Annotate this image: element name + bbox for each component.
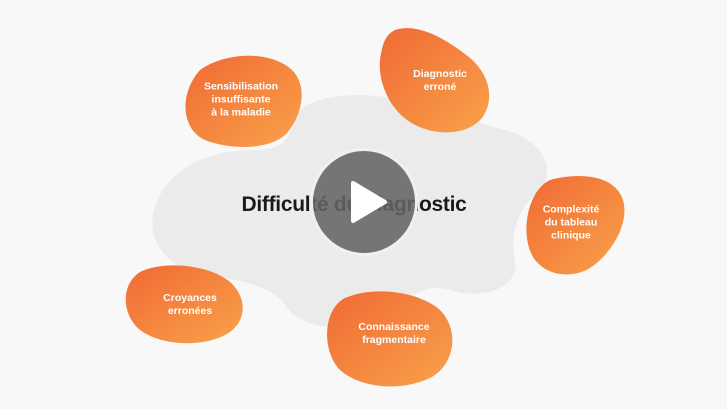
node-label-sensibilisation: Sensibilisation insuffisante à la maladi…	[203, 80, 279, 119]
node-label-complexite: Complexité du tableau clinique	[542, 203, 600, 242]
play-button[interactable]	[310, 148, 418, 256]
node-label-connaissance: Connaissance fragmentaire	[358, 321, 430, 346]
blob-sensibilisation	[185, 55, 302, 147]
node-label-diagnostic-errone: Diagnostic erroné	[413, 68, 467, 93]
blob-connaissance	[327, 291, 453, 387]
blob-complexite	[526, 176, 625, 275]
play-icon	[351, 181, 387, 223]
node-label-croyances: Croyances erronées	[163, 292, 217, 317]
blob-croyances	[125, 265, 243, 344]
blob-diagnostic-errone	[379, 28, 490, 133]
